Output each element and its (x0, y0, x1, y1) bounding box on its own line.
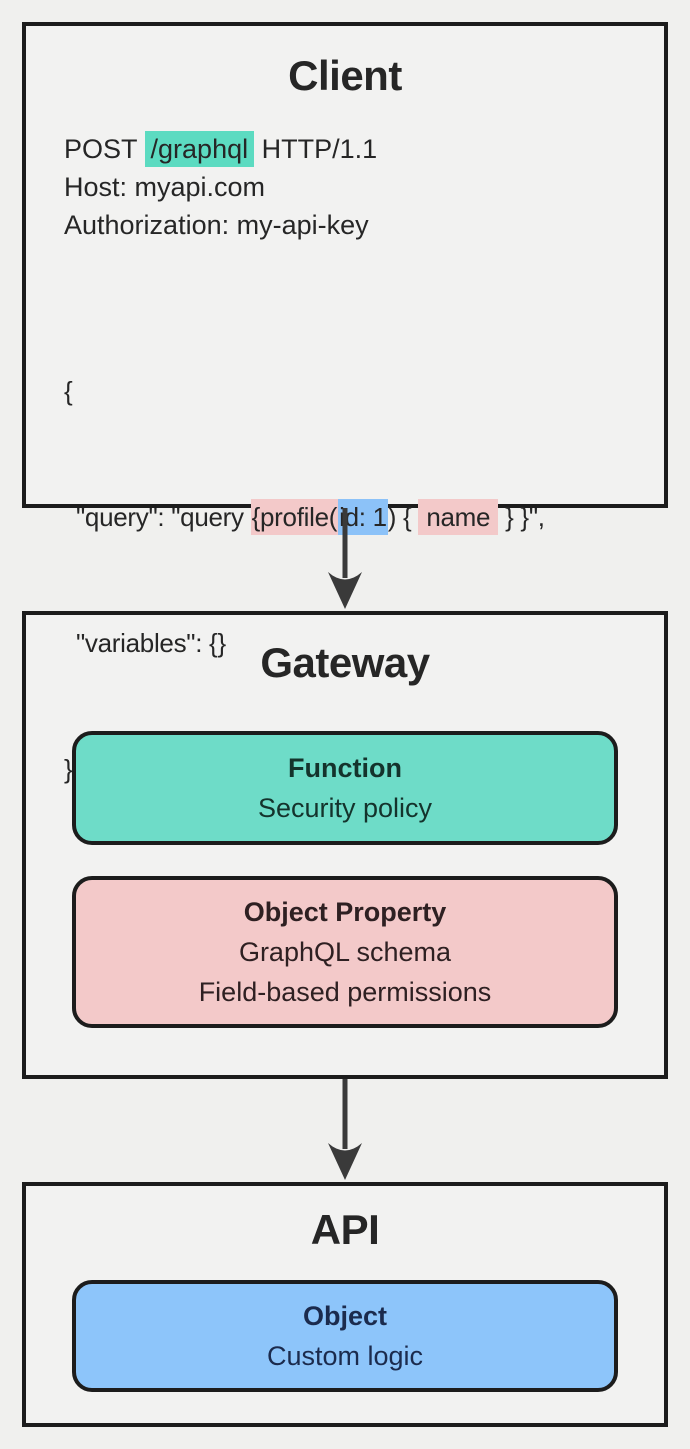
request-protocol: HTTP/1.1 (254, 134, 378, 164)
object-card: Object Custom logic (72, 1280, 618, 1392)
flow-arrow-gateway-to-api (22, 1079, 668, 1182)
body-open-brace: { (64, 376, 73, 406)
variables-line: "variables": {} (76, 628, 226, 658)
object-card-line: Custom logic (266, 1341, 424, 1371)
function-card-line: Security policy (257, 793, 433, 823)
api-panel: API Object Custom logic (22, 1182, 668, 1427)
client-panel-title: Client (288, 52, 402, 99)
request-path-highlight: /graphql (144, 131, 255, 167)
query-segment-plain: ) { (387, 502, 419, 532)
authorization-header-line: Authorization: my-api-key (64, 210, 369, 240)
gateway-panel-title: Gateway (260, 639, 430, 686)
host-header-line: Host: myapi.com (64, 172, 266, 202)
object-property-card: Object Property GraphQL schema Field-bas… (72, 876, 618, 1028)
http-request-text: POST /graphql HTTP/1.1 Host: myapi.com A… (64, 130, 656, 874)
body-close-brace: } (64, 754, 73, 784)
function-card-title: Function (288, 753, 402, 783)
gateway-panel: Gateway Function Security policy Object … (22, 611, 668, 1079)
query-segment-plain: "query": "query (76, 502, 251, 532)
arrow-down-icon (328, 508, 362, 609)
api-panel-title: API (310, 1206, 380, 1253)
flow-arrow-client-to-gateway (22, 508, 668, 611)
query-segment-plain: } }", (498, 502, 545, 532)
query-segment-name-field-highlight: name (418, 499, 499, 535)
request-method: POST (64, 134, 145, 164)
object-property-card-title: Object Property (243, 897, 447, 927)
function-card: Function Security policy (72, 731, 618, 845)
object-property-card-line: GraphQL schema (238, 937, 452, 967)
request-start-line: POST /graphql HTTP/1.1 (64, 130, 656, 168)
query-line: "query": "query {profile(id: 1) { name }… (64, 496, 656, 538)
query-segment-profile-highlight: {profile( (250, 499, 339, 535)
object-card-title: Object (302, 1301, 388, 1331)
request-body-json: { "query": "query {profile(id: 1) { name… (64, 286, 656, 874)
arrow-down-icon (328, 1079, 362, 1180)
object-property-card-line: Field-based permissions (198, 977, 492, 1007)
client-panel: Client POST /graphql HTTP/1.1 Host: myap… (22, 22, 668, 784)
